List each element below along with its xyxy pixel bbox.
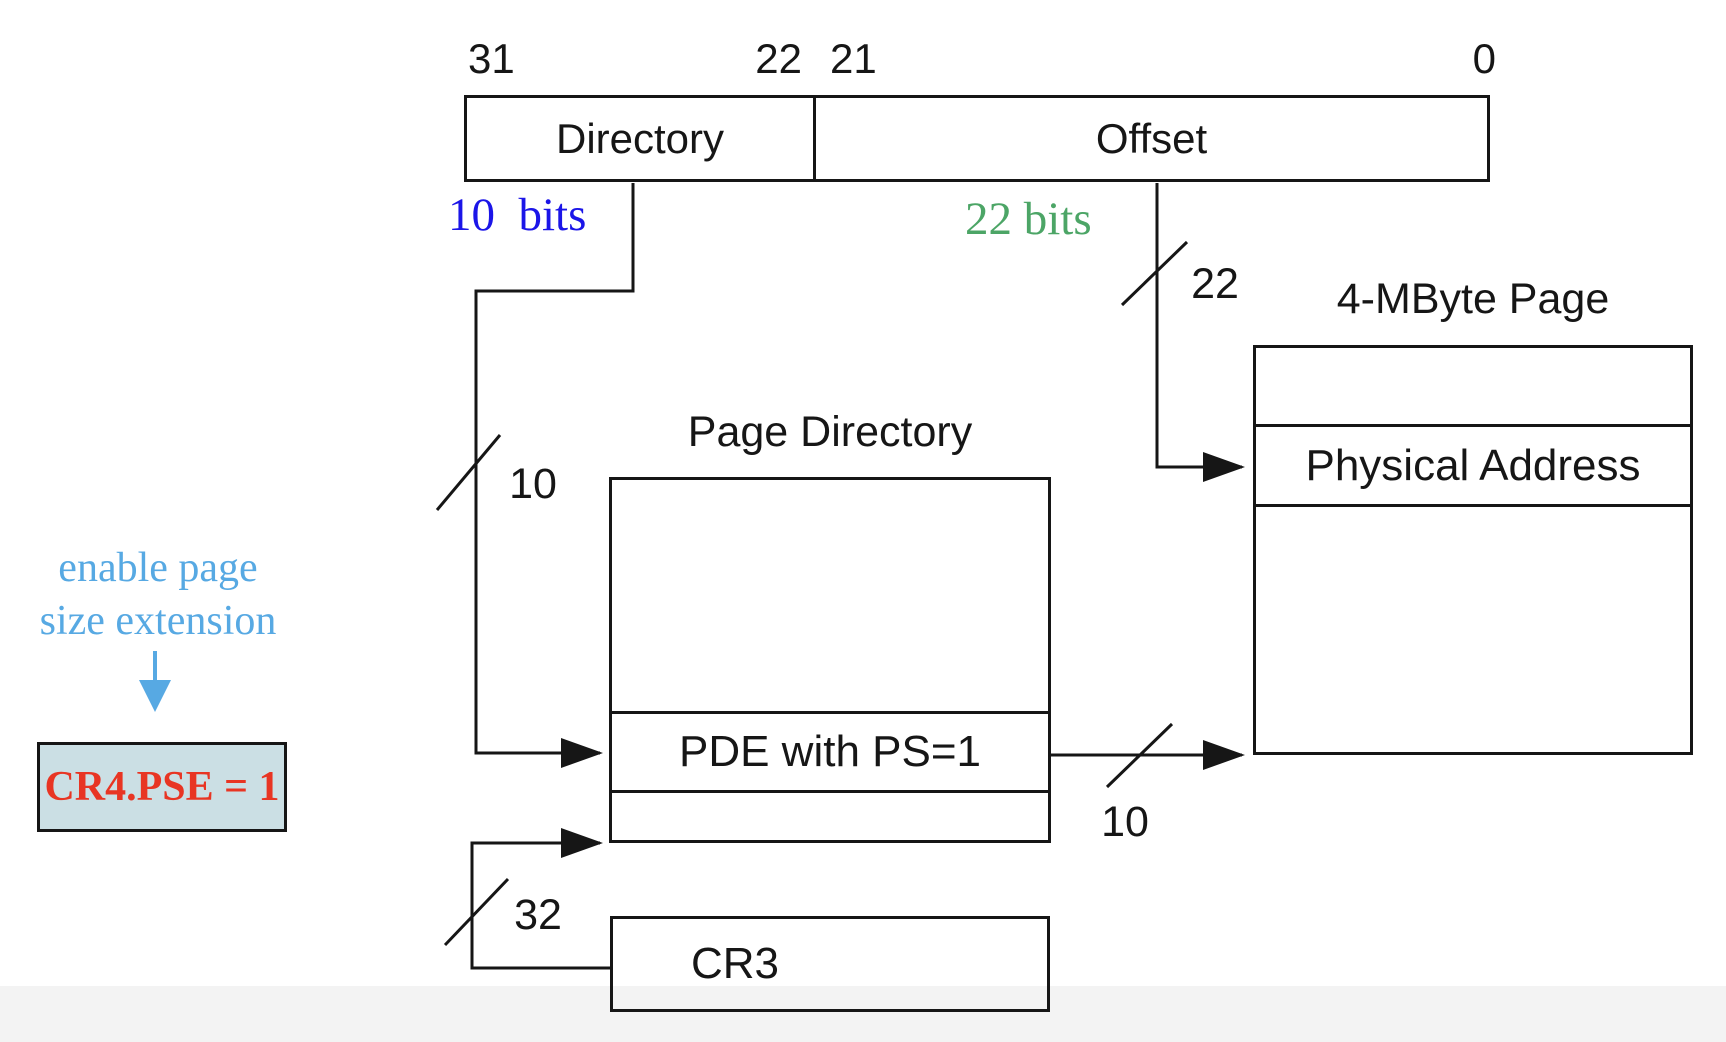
width-label-page-base: 10 (1101, 798, 1149, 846)
field-directory: Directory (467, 98, 816, 179)
linear-address-box: Directory Offset (464, 95, 1490, 182)
p4-empty-top (1256, 348, 1690, 427)
pd-empty-bottom (612, 793, 1048, 840)
offset-bits-note: 22 bits (965, 193, 1092, 245)
pse-note: enable page size extension (8, 542, 308, 648)
width-label-directory-index: 10 (509, 460, 557, 508)
p4-empty-bottom (1256, 507, 1690, 752)
pse-note-line1: enable page (58, 545, 258, 591)
pd-empty-top (612, 480, 1048, 714)
bit-label-31: 31 (468, 35, 515, 82)
page-directory-title: Page Directory (687, 408, 973, 456)
bus-cr3-line (470, 828, 610, 970)
cr3-box: CR3 (610, 916, 1050, 1012)
physical-address-row: Physical Address (1256, 427, 1690, 507)
slash-directory-index (435, 434, 502, 511)
bottom-band (0, 986, 1726, 1042)
pde-row: PDE with PS=1 (612, 714, 1048, 793)
width-label-offset: 22 (1191, 260, 1239, 308)
directory-bits-note: 10 bits (448, 189, 587, 241)
field-offset: Offset (1095, 114, 1208, 162)
cr3-label: CR3 (690, 939, 780, 988)
bus-offset-line (1155, 183, 1245, 482)
slash-page-base (1105, 722, 1174, 789)
slash-offset (1120, 240, 1189, 307)
page-4mb-title: 4-MByte Page (1336, 275, 1610, 323)
pse-note-line2: size extension (39, 598, 277, 644)
cr4-pse-label: CR4.PSE = 1 (44, 764, 280, 810)
bit-label-22: 22 (755, 35, 802, 82)
cr4-pse-box: CR4.PSE = 1 (37, 742, 287, 832)
page-directory-box: PDE with PS=1 (609, 477, 1051, 843)
bit-label-0: 0 (1472, 35, 1496, 82)
width-label-cr3: 32 (514, 891, 562, 939)
bus-directory-index-line (474, 183, 635, 768)
bit-label-21: 21 (830, 35, 877, 82)
page-4mb-box: Physical Address (1253, 345, 1693, 755)
slash-cr3 (443, 877, 510, 947)
